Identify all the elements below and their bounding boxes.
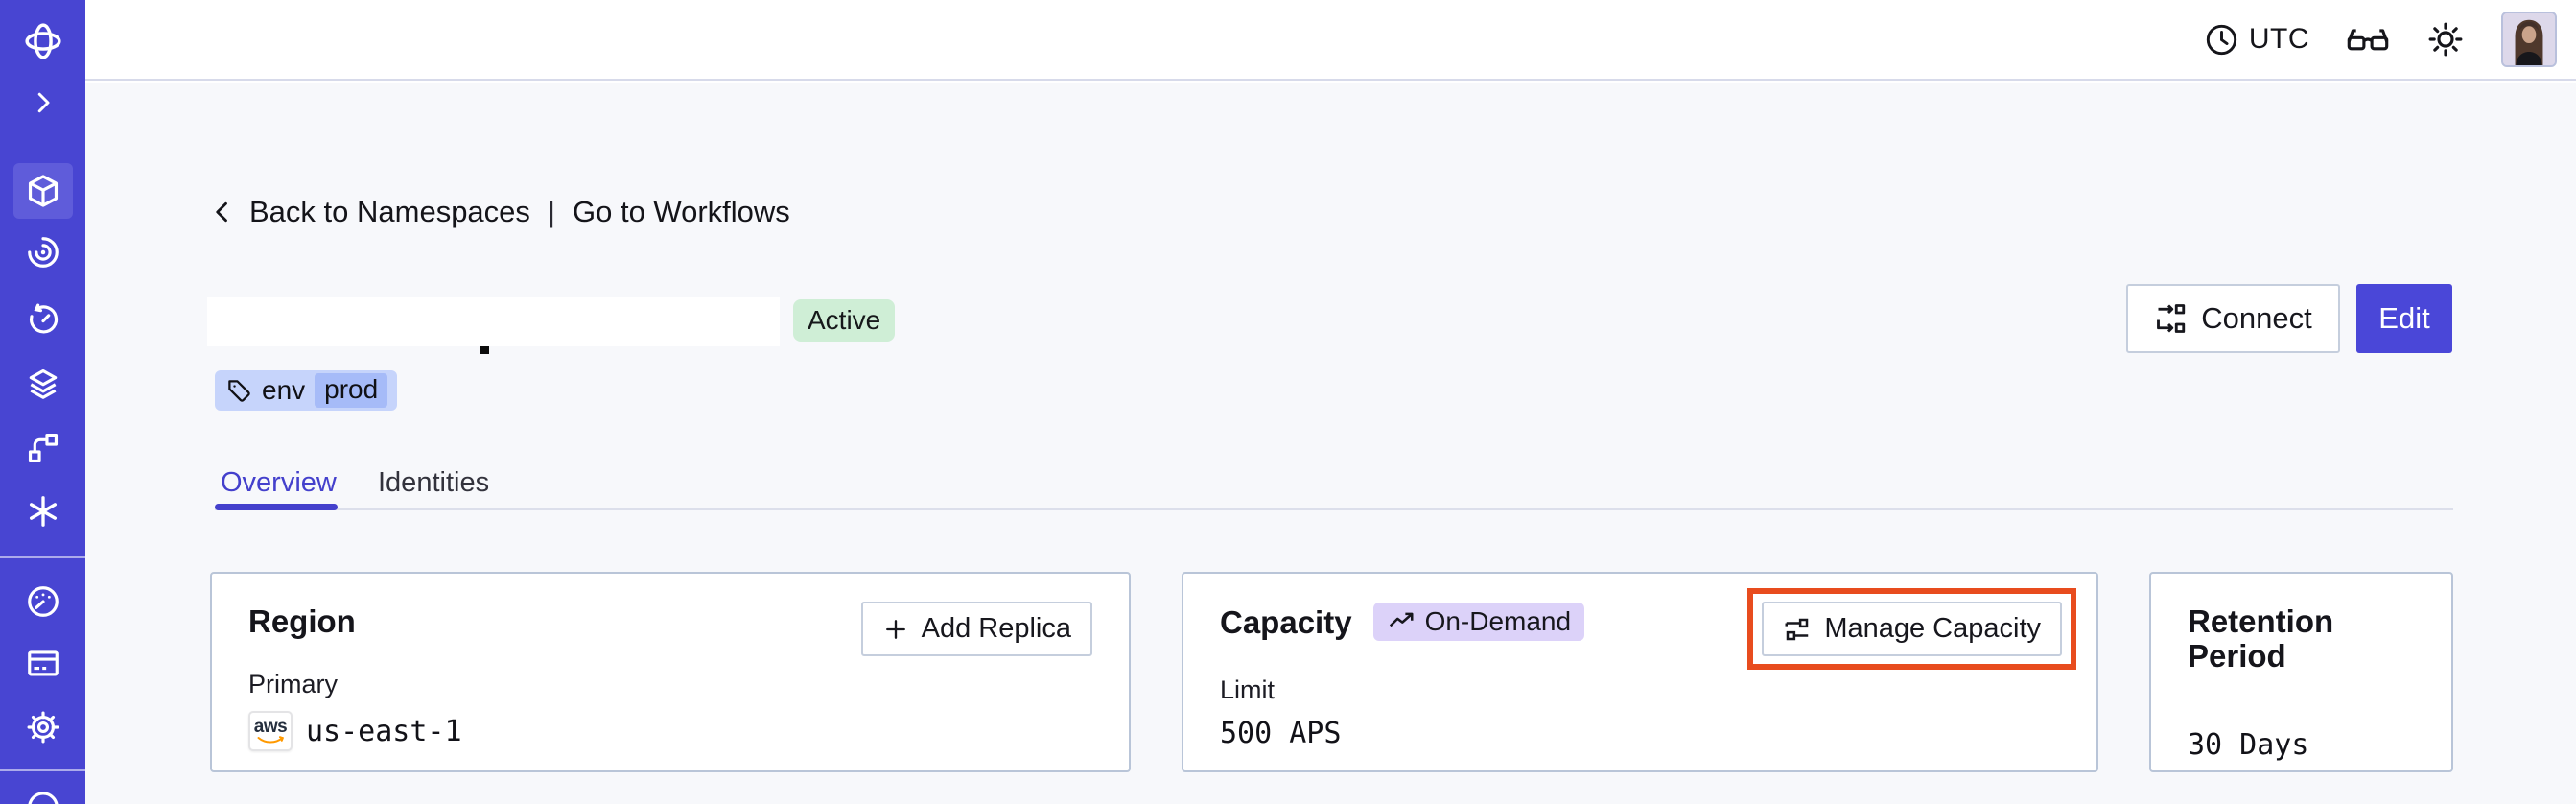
sidebar-item-account[interactable] [13,785,73,804]
add-replica-button[interactable]: Add Replica [860,602,1092,656]
sun-icon [2428,22,2463,57]
edit-button-label: Edit [2378,301,2430,335]
namespace-name-artifact [480,346,489,354]
sidebar-expand-button[interactable] [13,75,73,130]
sliders-icon [1785,618,1809,640]
namespace-tag: env prod [215,370,398,411]
sidebar-item-workflows[interactable] [13,225,73,280]
sidebar-item-settings[interactable] [13,699,73,755]
trending-up-icon [1389,612,1414,627]
sidebar-divider-bottom [0,769,85,771]
namespace-name-redacted [207,297,780,346]
overview-cards: Region Add Replica Primary aws us [210,572,2453,772]
annotation-highlight-box: Manage Capacity [1747,588,2076,670]
sidebar-item-nexus[interactable] [13,484,73,539]
connect-flow-icon [2157,304,2186,333]
tag-key-label: env [262,375,306,405]
connect-button-label: Connect [2201,301,2312,335]
timezone-selector[interactable]: UTC [2204,22,2309,58]
tab-identities[interactable]: Identities [378,467,490,498]
sidebar-divider [0,556,85,558]
sidebar-item-batch-operations[interactable] [13,356,73,412]
back-chevron-icon[interactable] [209,199,236,225]
top-bar: UTC [85,0,2576,81]
page-actions: Connect Edit [2126,284,2452,353]
sidebar-item-schedules[interactable] [13,292,73,347]
capacity-value: 500 APS [1220,717,1342,750]
theme-toggle[interactable] [2426,20,2465,59]
sidebar [0,0,85,804]
sidebar-item-deployments[interactable] [13,420,73,476]
tab-overview[interactable]: Overview [221,467,337,498]
manage-capacity-button[interactable]: Manage Capacity [1762,602,2062,656]
retention-card-title: Retention Period [2188,603,2334,674]
breadcrumb-separator: | [547,195,555,228]
region-card-title: Region [248,603,356,639]
breadcrumb: Back to Namespaces | Go to Workflows [209,195,790,229]
sidebar-item-billing[interactable] [13,635,73,691]
tag-icon [228,379,250,402]
tabs-divider [215,508,2453,510]
retention-card: Retention Period 30 Days [2149,572,2453,772]
timezone-label: UTC [2248,23,2309,55]
status-badge-label: Active [808,305,881,335]
retention-value: 30 Days [2188,727,2309,762]
ondemand-badge: On-Demand [1372,603,1585,641]
sidebar-item-usage[interactable] [13,574,73,629]
labs-toggle[interactable] [2346,24,2390,55]
capacity-card-title: Capacity [1220,603,1352,640]
breadcrumb-workflows-link[interactable]: Go to Workflows [572,195,790,228]
aws-logo-text: aws [253,717,288,737]
avatar-photo [2503,13,2555,65]
status-badge: Active [793,299,896,342]
aws-logo-badge: aws [248,711,293,751]
add-replica-button-label: Add Replica [921,613,1071,644]
breadcrumb-back-link[interactable]: Back to Namespaces [249,195,530,228]
user-avatar[interactable] [2501,12,2557,67]
limit-label: Limit [1220,675,1276,704]
clock-icon [2206,24,2236,55]
tag-value-chip: prod [315,373,388,408]
manage-capacity-button-label: Manage Capacity [1824,613,2041,644]
sidebar-item-namespaces[interactable] [12,163,73,219]
connect-button[interactable]: Connect [2126,284,2340,353]
primary-region-label: Primary [248,670,338,698]
aws-smile-icon [257,736,285,744]
capacity-card: Capacity On-Demand [1182,572,2098,772]
ondemand-badge-label: On-Demand [1424,606,1572,636]
region-card: Region Add Replica Primary aws us [210,572,1131,772]
edit-button[interactable]: Edit [2356,284,2452,353]
region-value: us-east-1 [306,714,462,748]
temporal-logo-icon[interactable] [13,13,73,69]
active-tab-underline [215,504,338,510]
primary-region-value-row: aws us-east-1 [248,711,1092,751]
plus-icon [885,619,905,639]
glasses-icon [2347,29,2389,51]
